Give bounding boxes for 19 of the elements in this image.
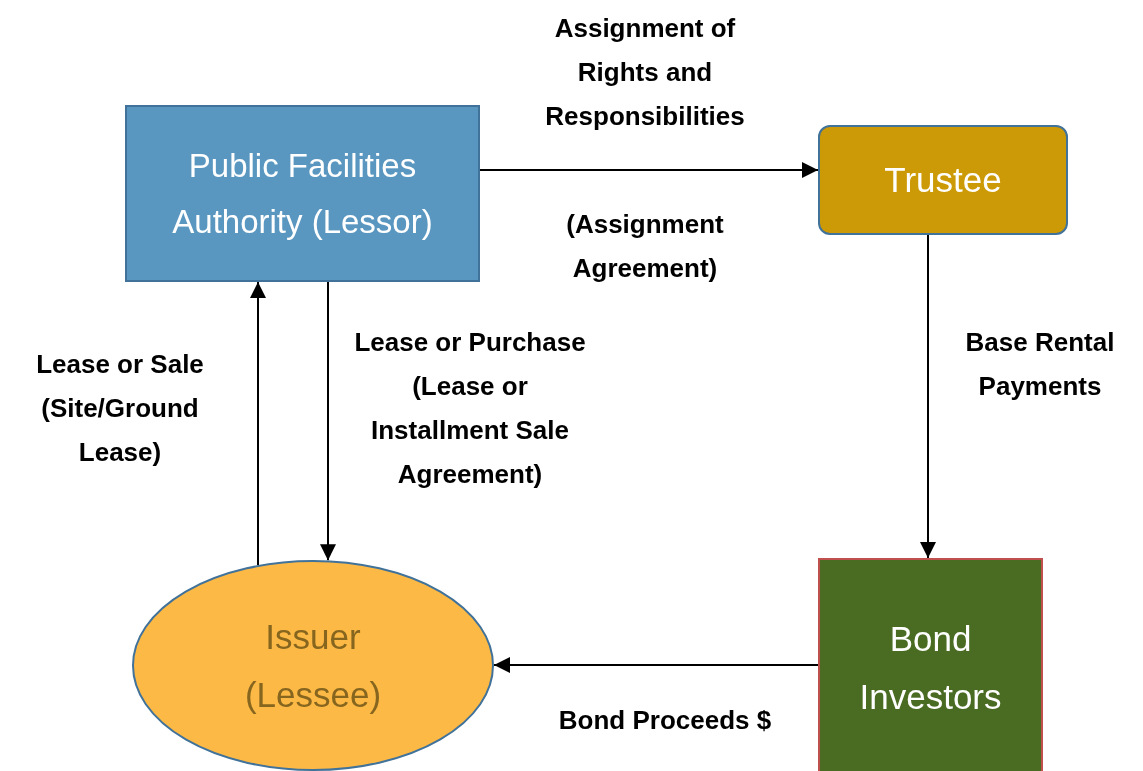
arrow bbox=[320, 281, 336, 562]
arrow bbox=[493, 657, 819, 673]
arrow bbox=[479, 162, 819, 178]
node-label: Trustee bbox=[883, 159, 1003, 201]
arrow bbox=[250, 281, 266, 566]
process-box bbox=[818, 558, 1043, 771]
edge-label: Lease or Sale (Site/Ground Lease) bbox=[35, 348, 205, 469]
process-box bbox=[125, 105, 480, 282]
edge-label: Bond Proceeds $ bbox=[557, 704, 773, 737]
node-label: Issuer (Lessee) bbox=[243, 615, 383, 716]
ellipse-node bbox=[132, 560, 494, 771]
note-label: (Assignment Agreement) bbox=[565, 208, 725, 285]
node-label: Public Facilities Authority (Lessor) bbox=[171, 145, 434, 242]
arrow bbox=[920, 234, 936, 559]
edge-label: Assignment of Rights and Responsibilities bbox=[544, 12, 746, 133]
node-label: Bond Investors bbox=[858, 618, 1003, 718]
edge-label: Base Rental Payments bbox=[965, 326, 1115, 403]
process-box bbox=[818, 125, 1068, 235]
edge-label: Lease or Purchase (Lease or Installment Sale Agreement) bbox=[353, 326, 587, 491]
